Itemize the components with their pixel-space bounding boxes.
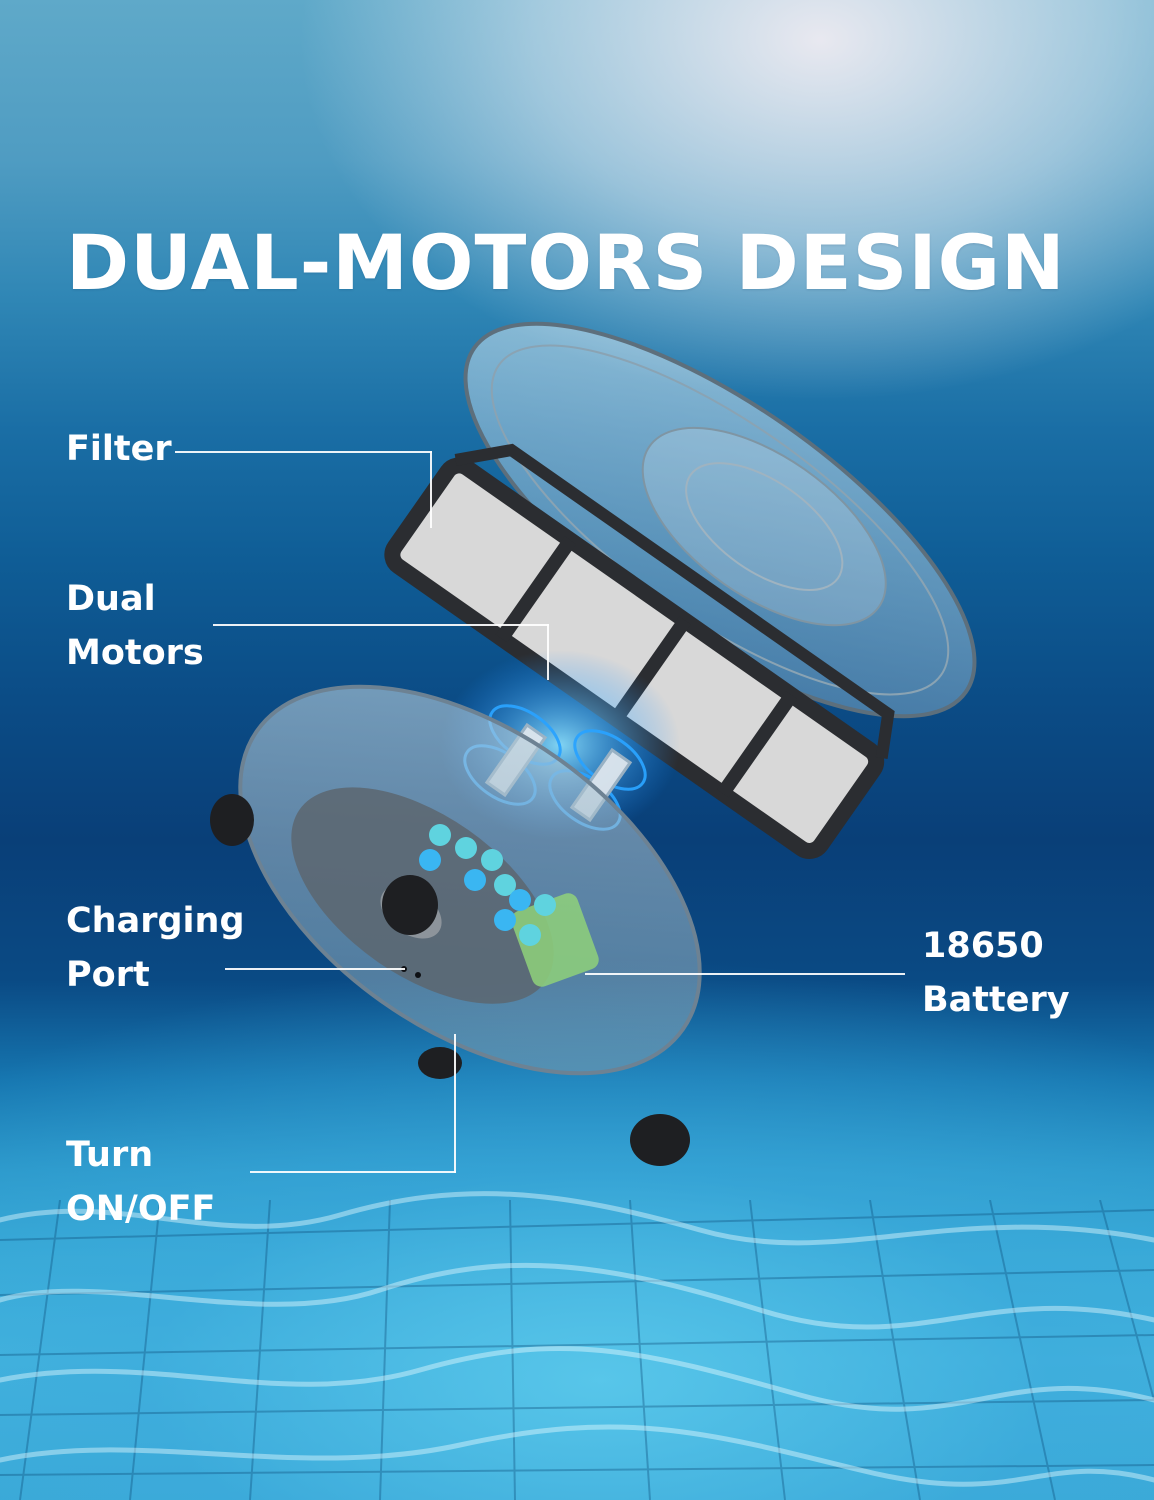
callout-filter-text: Filter: [66, 429, 172, 469]
callout-dual-motors-line2: Motors: [66, 633, 204, 673]
wheels: [210, 794, 690, 1166]
charging-port-leader: [225, 968, 405, 970]
dual-motors-leader-h: [213, 624, 549, 626]
callout-charging-port: Charging Port: [66, 894, 245, 1002]
pool-floor-tiles: [0, 1200, 1154, 1500]
battery-pack: [419, 824, 599, 987]
callout-turn-on-off-line1: Turn: [66, 1135, 154, 1175]
page-title: DUAL-MOTORS DESIGN: [66, 218, 1066, 307]
callout-battery-line1: 18650: [922, 926, 1044, 966]
callout-charging-port-line1: Charging: [66, 901, 245, 941]
charging-port-contact: [415, 972, 421, 978]
callout-dual-motors-line1: Dual: [66, 579, 156, 619]
callout-dual-motors: Dual Motors: [66, 572, 204, 680]
light-caustics: [0, 1191, 1154, 1487]
callout-battery-line2: Battery: [922, 980, 1070, 1020]
callout-turn-on-off-line2: ON/OFF: [66, 1189, 216, 1229]
turn-on-off-leader-v: [454, 1034, 456, 1173]
battery-leader: [585, 973, 905, 975]
callout-turn-on-off: Turn ON/OFF: [66, 1128, 215, 1236]
filter-leader-v: [430, 451, 432, 528]
callout-filter: Filter: [66, 422, 172, 476]
turn-on-off-leader-h: [250, 1171, 456, 1173]
dual-motors-leader-v: [547, 624, 549, 680]
callout-battery: 18650 Battery: [922, 919, 1070, 1027]
callout-charging-port-line2: Port: [66, 955, 150, 995]
filter-leader-h: [175, 451, 432, 453]
top-cover: [463, 321, 977, 719]
